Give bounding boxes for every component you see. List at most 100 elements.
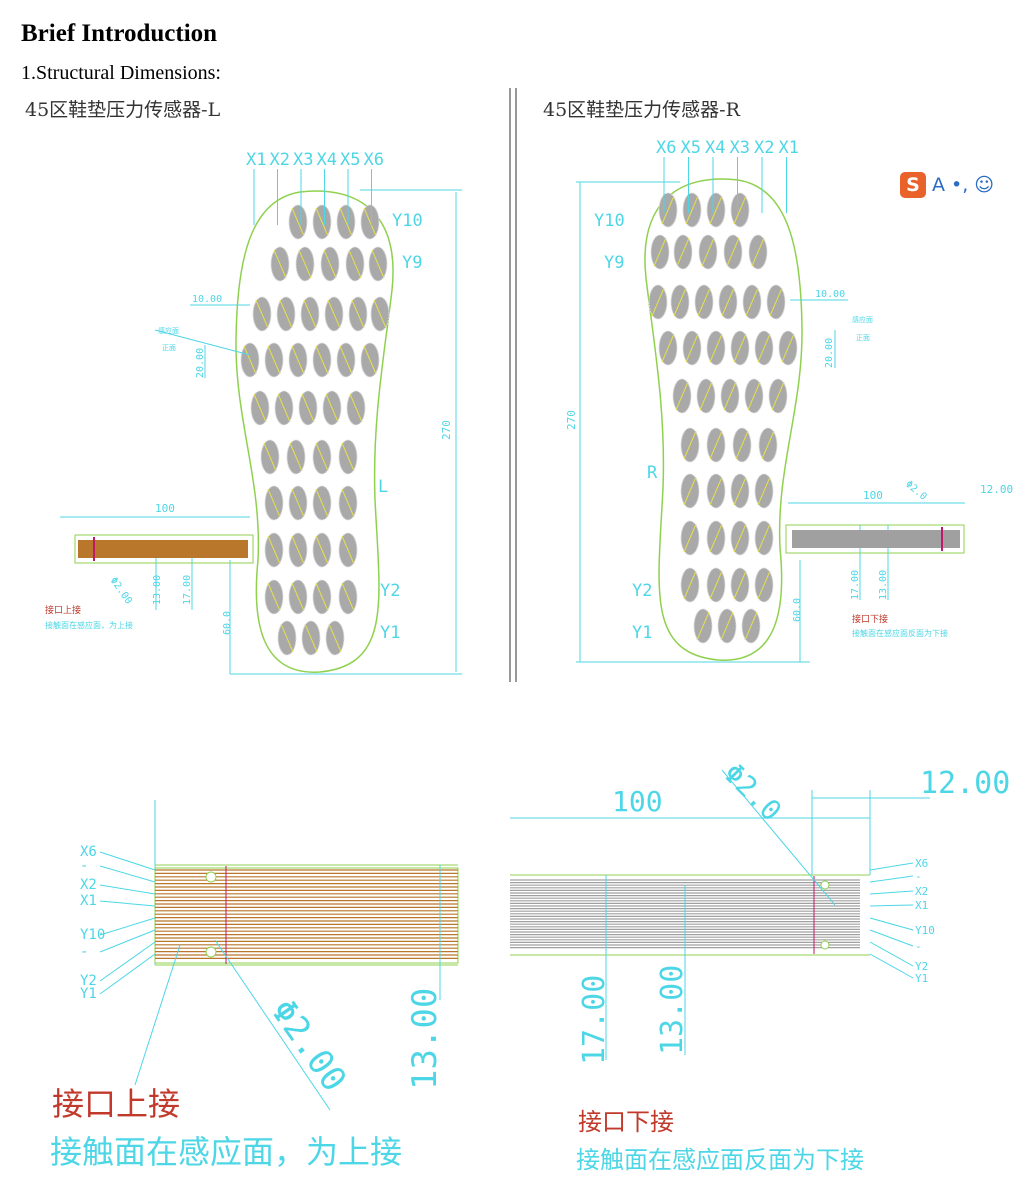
sensor-trace bbox=[771, 381, 785, 411]
sensor-trace bbox=[327, 299, 341, 329]
sensor-trace bbox=[301, 393, 315, 423]
pin-leader bbox=[869, 890, 914, 895]
sensor-trace bbox=[255, 299, 269, 329]
pin-label: X6 bbox=[80, 844, 97, 860]
sensor-trace bbox=[341, 488, 355, 518]
dim-60: 60.0 bbox=[222, 611, 233, 635]
sensor-trace bbox=[720, 611, 734, 641]
x-label: X4 bbox=[705, 138, 725, 158]
sensor-trace bbox=[339, 345, 353, 375]
pin-leader bbox=[869, 941, 914, 967]
sensor-trace bbox=[673, 287, 687, 317]
sensor-trace bbox=[363, 207, 377, 237]
note: 正面 bbox=[162, 344, 176, 352]
y-label: Y1 bbox=[380, 623, 400, 643]
pin-leader bbox=[869, 917, 914, 931]
conn-title: 接口上接 bbox=[45, 604, 81, 615]
sensor-trace bbox=[373, 299, 387, 329]
sensor-trace bbox=[683, 570, 697, 600]
right-insole bbox=[644, 178, 803, 661]
insole-outline bbox=[644, 178, 803, 661]
pin-label: - bbox=[915, 870, 922, 883]
conn-desc: 接触面在感应面反面为下接 bbox=[852, 628, 948, 638]
ime-lang-icon[interactable]: A bbox=[932, 174, 945, 196]
dim-tail: 100 bbox=[155, 502, 175, 515]
pin-leader bbox=[99, 941, 156, 982]
dim-length: 270 bbox=[440, 420, 453, 440]
dim-tail: 100 bbox=[612, 785, 663, 818]
pin-leader bbox=[99, 851, 156, 871]
dim-13: 13.00 bbox=[405, 988, 445, 1090]
sensor-trace bbox=[683, 430, 697, 460]
x-label: X2 bbox=[754, 138, 774, 158]
ime-punct-icon[interactable]: •, bbox=[951, 174, 969, 196]
y-label: Y2 bbox=[380, 581, 400, 601]
sensor-trace bbox=[328, 623, 342, 653]
sensor-trace bbox=[769, 287, 783, 317]
sensor-trace bbox=[291, 207, 305, 237]
pin-label: X2 bbox=[80, 877, 97, 893]
left-insole bbox=[235, 190, 394, 673]
section-title: 1.Structural Dimensions: bbox=[21, 62, 221, 84]
sensor-trace bbox=[351, 299, 365, 329]
pin-label: Y2 bbox=[80, 973, 97, 989]
sensor-trace bbox=[709, 570, 723, 600]
sensor-trace bbox=[709, 195, 723, 225]
conn-desc: 接触面在感应面，为上接 bbox=[45, 620, 133, 630]
pin-label: Y1 bbox=[915, 972, 928, 985]
sensor-trace bbox=[323, 249, 337, 279]
sogou-logo-icon[interactable]: S bbox=[900, 172, 926, 198]
note: 感应面 bbox=[852, 315, 873, 324]
pin-label: X1 bbox=[915, 899, 928, 912]
insole-outline bbox=[235, 190, 394, 673]
sensor-trace bbox=[683, 523, 697, 553]
sensor-trace bbox=[291, 488, 305, 518]
sensor-trace bbox=[676, 237, 690, 267]
sensor-trace bbox=[267, 345, 281, 375]
sensor-trace bbox=[683, 476, 697, 506]
sensor-trace bbox=[757, 476, 771, 506]
sensor-trace bbox=[757, 570, 771, 600]
x-label: X1 bbox=[246, 150, 266, 170]
x-label: X1 bbox=[779, 138, 799, 158]
x-label: X3 bbox=[293, 150, 313, 170]
ime-toolbar[interactable]: S A •, ☺ bbox=[900, 172, 994, 198]
dim-width: 10.00 bbox=[815, 289, 845, 300]
left-tail-traces bbox=[78, 540, 248, 558]
dim-hole: Φ2.0 bbox=[903, 479, 929, 503]
sensor-trace bbox=[651, 287, 665, 317]
ime-emoji-icon[interactable]: ☺ bbox=[974, 174, 995, 196]
x-label: X6 bbox=[364, 150, 384, 170]
pin-leader bbox=[99, 917, 156, 936]
x-label: X6 bbox=[656, 138, 676, 158]
sensor-trace bbox=[726, 237, 740, 267]
sensor-trace bbox=[315, 582, 329, 612]
pin-leader bbox=[869, 929, 914, 947]
sensor-trace bbox=[653, 237, 667, 267]
pin-leader bbox=[869, 953, 914, 979]
pin-leader bbox=[99, 884, 156, 895]
sensor-trace bbox=[745, 287, 759, 317]
sensor-trace bbox=[735, 430, 749, 460]
sensor-trace bbox=[733, 523, 747, 553]
sensor-trace bbox=[263, 442, 277, 472]
y-label: Y2 bbox=[632, 581, 652, 601]
sensor-trace bbox=[751, 237, 765, 267]
conn-title: 接口下接 bbox=[852, 613, 888, 624]
dim-13: 13.00 bbox=[878, 570, 889, 600]
dim-13: 13.00 bbox=[152, 575, 163, 605]
detail-title: 接口上接 bbox=[52, 1085, 180, 1123]
dim-12: 12.00 bbox=[920, 766, 1010, 801]
sensor-trace bbox=[315, 535, 329, 565]
sensor-trace bbox=[291, 582, 305, 612]
pin-leader bbox=[869, 875, 914, 883]
sensor-trace bbox=[685, 333, 699, 363]
dim-height: 20.00 bbox=[824, 338, 835, 368]
dim-hole: Φ2.00 bbox=[108, 575, 134, 606]
detail-right-connector bbox=[510, 769, 930, 1060]
pin-leader bbox=[99, 900, 156, 907]
dim-12: 12.00 bbox=[980, 483, 1013, 496]
sensor-trace bbox=[721, 287, 735, 317]
right-drawing-title: 45区鞋垫压力传感器-R bbox=[543, 99, 740, 121]
sensor-trace bbox=[709, 476, 723, 506]
